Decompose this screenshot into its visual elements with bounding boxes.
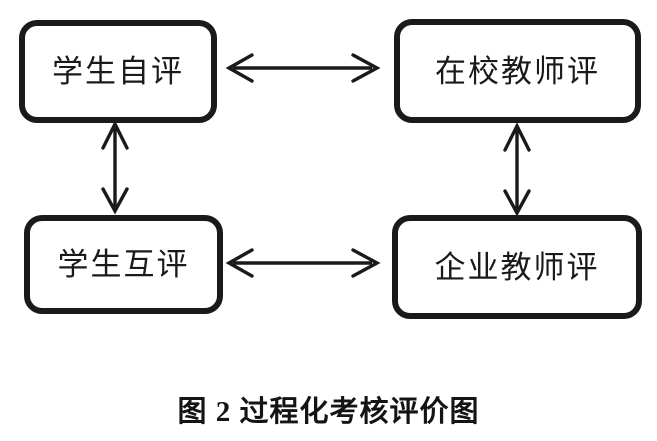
node-label-student-self: 学生自评 (52, 54, 184, 89)
node-teacher-enterprise[interactable]: 企业教师评 (392, 215, 642, 319)
node-label-teacher-school: 在校教师评 (435, 53, 600, 89)
node-student-peer[interactable]: 学生互评 (24, 215, 223, 314)
edge-top-horizontal (225, 53, 381, 83)
node-teacher-school[interactable]: 在校教师评 (394, 19, 641, 123)
node-label-teacher-enterprise: 企业教师评 (434, 249, 600, 285)
figure-caption: 图 2 过程化考核评价图 (177, 396, 480, 428)
edge-left-vertical (101, 120, 129, 215)
edge-bottom-horizontal (225, 248, 381, 278)
edge-right-vertical (503, 122, 531, 217)
diagram-area: 学生自评 在校教师评 学生互评 企业教师评 (19, 19, 642, 319)
node-label-student-peer: 学生互评 (57, 247, 190, 282)
node-student-self[interactable]: 学生自评 (19, 20, 217, 123)
